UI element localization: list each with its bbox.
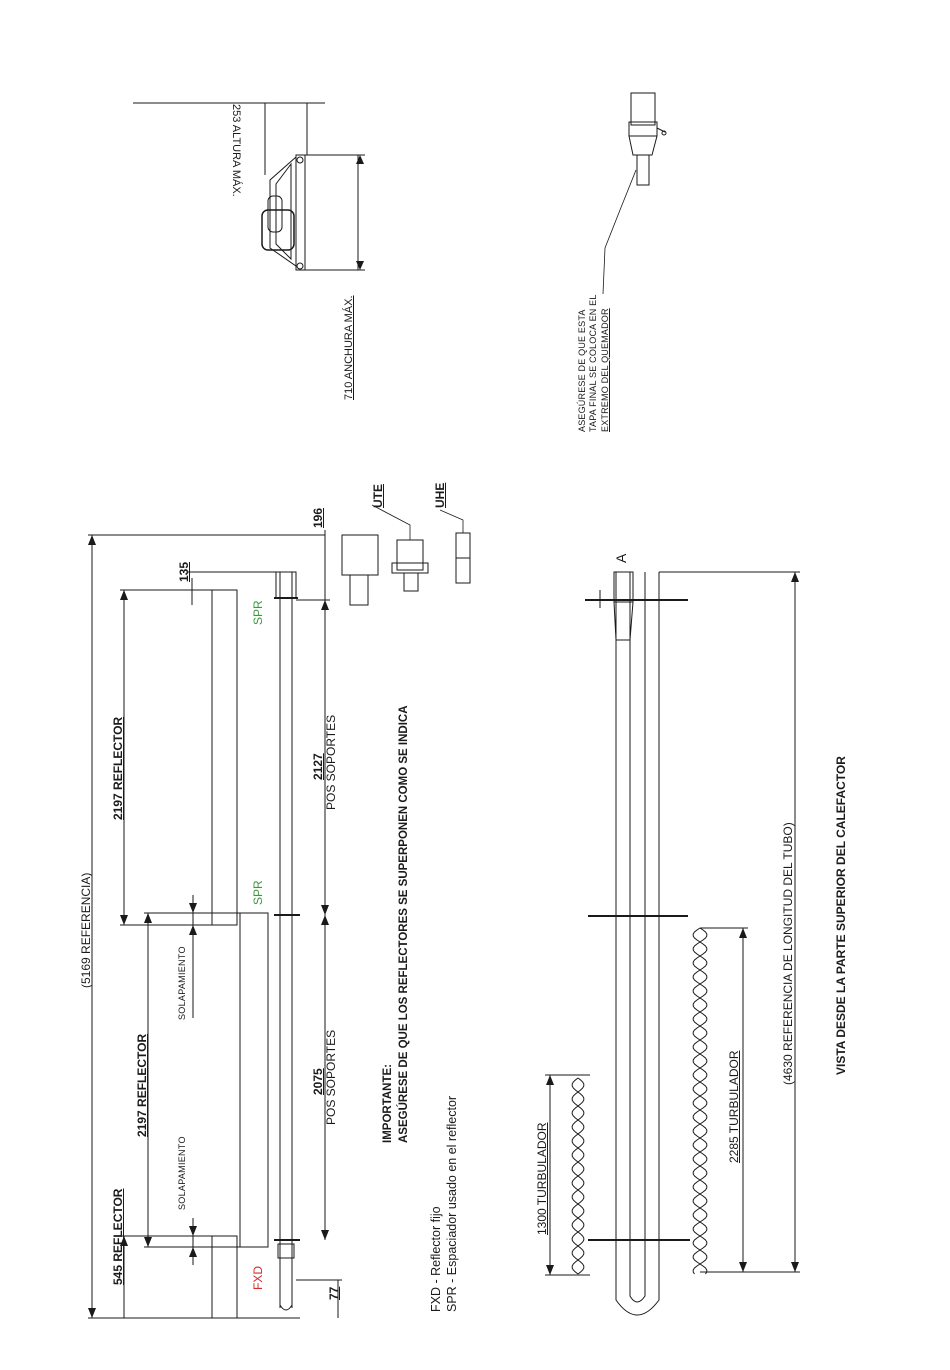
ute-housing — [341, 534, 379, 576]
overlap-label-top: SOLAPAMIENTO — [177, 946, 187, 1020]
fxd-label: FXD — [251, 1266, 265, 1290]
reflector-2197-middle — [239, 912, 269, 1248]
spr-label-middle: SPR — [251, 880, 265, 905]
important-title: IMPORTANTE: — [382, 1063, 394, 1143]
turbulator-2285-strip — [692, 927, 708, 1275]
legend-fxd: FXD - Reflector fijo — [429, 1206, 443, 1312]
tube-length-reference-label: (4630 REFERENCIA DE LONGITUD DEL TUBO) — [781, 822, 795, 1085]
important-text: ASEGÚRESE DE QUE LOS REFLECTORES SE SUPE… — [398, 705, 411, 1144]
legend: FXD - Reflector fijo SPR - Espaciador us… — [428, 1096, 461, 1312]
turbulator-2285-label: 2285 TURBULADOR — [727, 1050, 741, 1164]
dim-77-label: 77 — [327, 1286, 341, 1300]
end-cap-drawing — [602, 92, 667, 295]
heater-top-view — [545, 571, 800, 1316]
support-position-2127-text: POS SOPORTES — [324, 714, 338, 810]
overlap-label-bottom: SOLAPAMIENTO — [177, 1136, 187, 1210]
section-a-label: A — [613, 553, 629, 563]
ute-label: UTE — [371, 484, 385, 508]
support-position-2075-text: POS SOPORTES — [324, 1029, 338, 1125]
uhe-label: UHE — [433, 482, 447, 508]
end-cap-note-line-1: ASEGÚRESE DE QUE ESTA — [577, 309, 587, 432]
overall-reference-dimension: (5169 REFERENCIA) — [79, 872, 93, 988]
spr-label-top: SPR — [251, 600, 265, 625]
reflector-assembly — [88, 504, 471, 1319]
reflector-545-label: 545 REFLECTOR — [111, 1188, 125, 1285]
reflector-2197-middle-label: 2197 REFLECTOR — [135, 1033, 149, 1137]
legend-spr: SPR - Espaciador usado en el reflector — [445, 1095, 460, 1312]
turbulators — [571, 927, 708, 1275]
support-position-2075-value: 2075 — [311, 1068, 325, 1095]
turbulator-1300-strip — [571, 1077, 585, 1275]
dim-196-label: 196 — [311, 507, 325, 528]
reflector-2197-top-label: 2197 REFLECTOR — [111, 716, 125, 820]
burner-cross-section — [133, 102, 365, 271]
end-cap-note-line-2: TAPA FINAL SE COLOCA EN EL — [588, 294, 599, 432]
reflector-545 — [211, 1235, 238, 1319]
max-height-label: 253 ALTURA MÁX. — [230, 104, 242, 197]
important-note: IMPORTANTE: ASEGÚRESE DE QUE LOS REFLECT… — [380, 706, 412, 1144]
reflector-2197-top — [211, 589, 238, 926]
turbulator-1300-label: 1300 TURBULADOR — [535, 1122, 549, 1236]
dim-135-label: 135 — [177, 561, 191, 582]
end-cap-note-line-3: EXTREMO DEL QUEMADOR — [599, 308, 610, 432]
end-cap-note: ASEGÚRESE DE QUE ESTA TAPA FINAL SE COLO… — [577, 294, 611, 432]
support-position-2127-value: 2127 — [311, 753, 325, 780]
max-width-label: 710 ANCHURA MÁX. — [343, 295, 355, 400]
turbulator-2285-strip — [692, 927, 708, 1275]
view-title: VISTA DESDE LA PARTE SUPERIOR DEL CALEFA… — [834, 756, 848, 1075]
